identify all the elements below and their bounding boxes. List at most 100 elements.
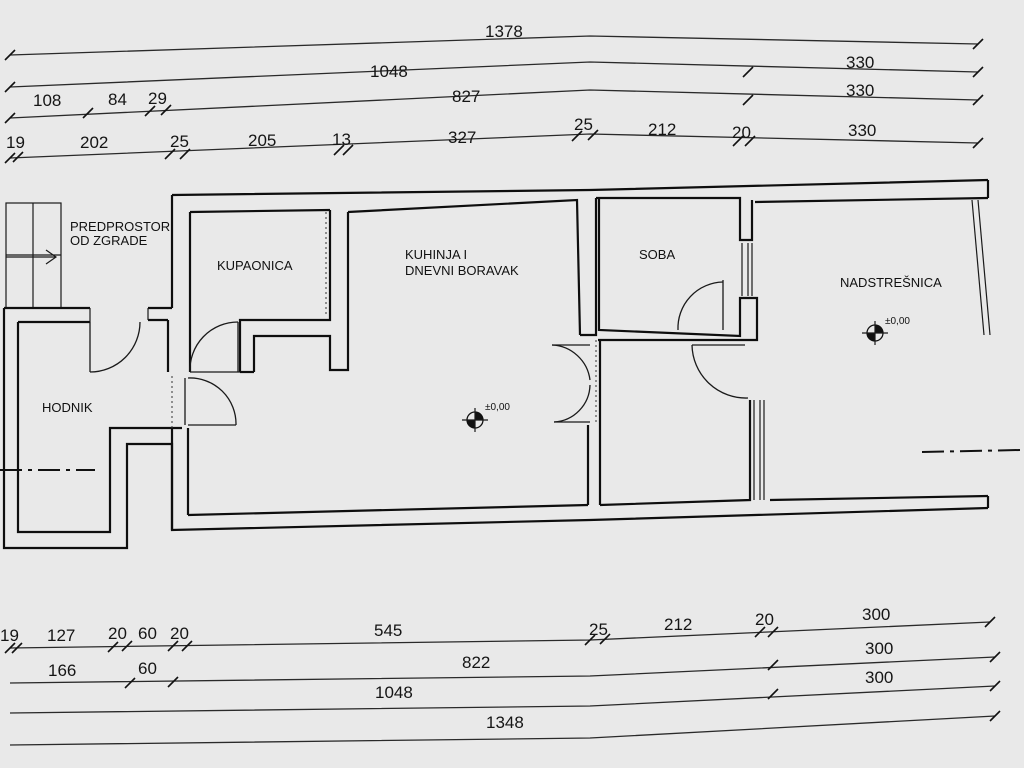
- top-dim-text: 1048: [370, 62, 408, 81]
- bottom-dim-text: 166: [48, 661, 76, 680]
- top-dim-text: 13: [332, 130, 351, 149]
- bottom-dim-text: 545: [374, 621, 402, 640]
- top-dim-text: 330: [846, 53, 874, 72]
- top-dim-tick: [972, 38, 984, 50]
- top-dim-text: 827: [452, 87, 480, 106]
- top-dim-text: 25: [574, 115, 593, 134]
- walls: [0, 178, 1021, 550]
- room-labels: PREDPROSTOR OD ZGRADE KUPAONICA KUHINJA …: [42, 219, 942, 415]
- top-dim-tick: [732, 135, 744, 147]
- bottom-dim-tick: [767, 626, 779, 638]
- top-dim-line-row2: [9, 61, 979, 88]
- room-label-predprostor-2: OD ZGRADE: [70, 233, 148, 248]
- top-dim-tick: [179, 148, 191, 160]
- bottom-dim-tick: [167, 676, 179, 688]
- bottom-dim-text: 60: [138, 624, 157, 643]
- bottom-dim-text: 60: [138, 659, 157, 678]
- room-label-hodnik: HODNIK: [42, 400, 93, 415]
- outer-top-wall-inner: [189, 208, 331, 214]
- door-swing: [187, 377, 237, 426]
- level-quadrant: [475, 412, 483, 420]
- top-dim-text: 327: [448, 128, 476, 147]
- bottom-dim-tick: [4, 642, 16, 654]
- door-swing: [189, 321, 239, 373]
- top-dim-tick: [4, 49, 16, 61]
- top-dim-tick: [82, 107, 94, 119]
- room-label-predprostor: PREDPROSTOR: [70, 219, 170, 234]
- top-dim-tick: [144, 105, 156, 117]
- bottom-dim-tick: [11, 642, 23, 654]
- top-dim-text: 330: [846, 81, 874, 100]
- top-dim-text: 202: [80, 133, 108, 152]
- level-mark-text: ±0,00: [885, 316, 910, 327]
- level-marker-kuhinja: ±0,00: [462, 402, 510, 432]
- top-dim-tick: [742, 66, 754, 78]
- top-dim-text: 84: [108, 90, 127, 109]
- top-dim-tick: [164, 148, 176, 160]
- top-dim-tick: [587, 129, 599, 141]
- top-dim-line-row1: [9, 35, 979, 56]
- bottom-dim-tick: [754, 626, 766, 638]
- bottom-dim-tick: [989, 651, 1001, 663]
- top-dim-tick: [972, 94, 984, 106]
- level-quadrant: [467, 420, 475, 428]
- top-dim-text: 20: [732, 123, 751, 142]
- predprostor-arrow-head: [45, 249, 58, 265]
- level-quadrant: [867, 333, 875, 341]
- soba-inner: [597, 198, 759, 342]
- top-dim-tick: [742, 94, 754, 106]
- outer-top-wall-outer: [171, 178, 989, 197]
- top-dim-tick: [333, 144, 345, 156]
- room-label-kupaonica: KUPAONICA: [217, 258, 293, 273]
- nadstresnica-right-post: [977, 199, 991, 336]
- top-dimension-chains: 1378 1048 330 108 84 29 827 330 19: [4, 22, 984, 164]
- bottom-dim-text: 19: [0, 626, 19, 645]
- bottom-dim-text: 20: [755, 610, 774, 629]
- level-marker-nadstresnica: ±0,00: [862, 316, 910, 345]
- bottom-dim-line-row3: [9, 685, 996, 714]
- top-dim-text: 1378: [485, 22, 523, 41]
- top-dim-text: 19: [6, 133, 25, 152]
- top-dim-tick: [4, 152, 16, 164]
- room-label-kuhinja: KUHINJA I: [405, 247, 467, 262]
- top-dim-tick: [160, 104, 172, 116]
- kupaonica-right-wall: [238, 210, 332, 372]
- top-dim-tick: [972, 137, 984, 149]
- top-dim-text: 108: [33, 91, 61, 110]
- doors: [89, 280, 749, 428]
- nadstresnica-bottom: [769, 494, 989, 502]
- top-dim-tick: [571, 130, 583, 142]
- bottom-dim-tick: [767, 688, 779, 700]
- bottom-dim-text: 300: [862, 605, 890, 624]
- top-dim-tick: [744, 135, 756, 147]
- top-dim-text: 330: [848, 121, 876, 140]
- bottom-dim-tick: [181, 640, 193, 652]
- bottom-dim-tick: [599, 633, 611, 645]
- bottom-dim-text: 300: [865, 668, 893, 687]
- room-label-kuhinja-2: DNEVNI BORAVAK: [405, 263, 519, 278]
- bottom-dim-line-row4: [9, 715, 996, 746]
- top-dim-line-row4: [9, 133, 979, 159]
- top-dim-tick: [342, 144, 354, 156]
- bottom-dim-text: 212: [664, 615, 692, 634]
- kuhinja-right-wall-upper: [580, 198, 598, 337]
- door-swing: [691, 344, 749, 399]
- top-dim-tick: [12, 151, 24, 163]
- bottom-dim-text: 1348: [486, 713, 524, 732]
- bottom-dim-tick: [584, 634, 596, 646]
- door-swing: [677, 281, 724, 331]
- kupaonica-right-wall-outer: [252, 212, 350, 372]
- top-dim-tick: [4, 112, 16, 124]
- bottom-dim-text: 25: [589, 620, 608, 639]
- top-wall-inner-right: [754, 196, 989, 204]
- bottom-dim-tick: [124, 677, 136, 689]
- door-swing: [553, 384, 591, 423]
- bottom-dim-text: 1048: [375, 683, 413, 702]
- door-swing: [89, 321, 141, 373]
- level-mark-text: ±0,00: [485, 402, 510, 413]
- bottom-dim-text: 20: [170, 624, 189, 643]
- top-dim-text: 212: [648, 120, 676, 139]
- top-dim-line-row3: [9, 89, 979, 119]
- bottom-dim-line-row2: [9, 656, 996, 684]
- room-label-soba: SOBA: [639, 247, 675, 262]
